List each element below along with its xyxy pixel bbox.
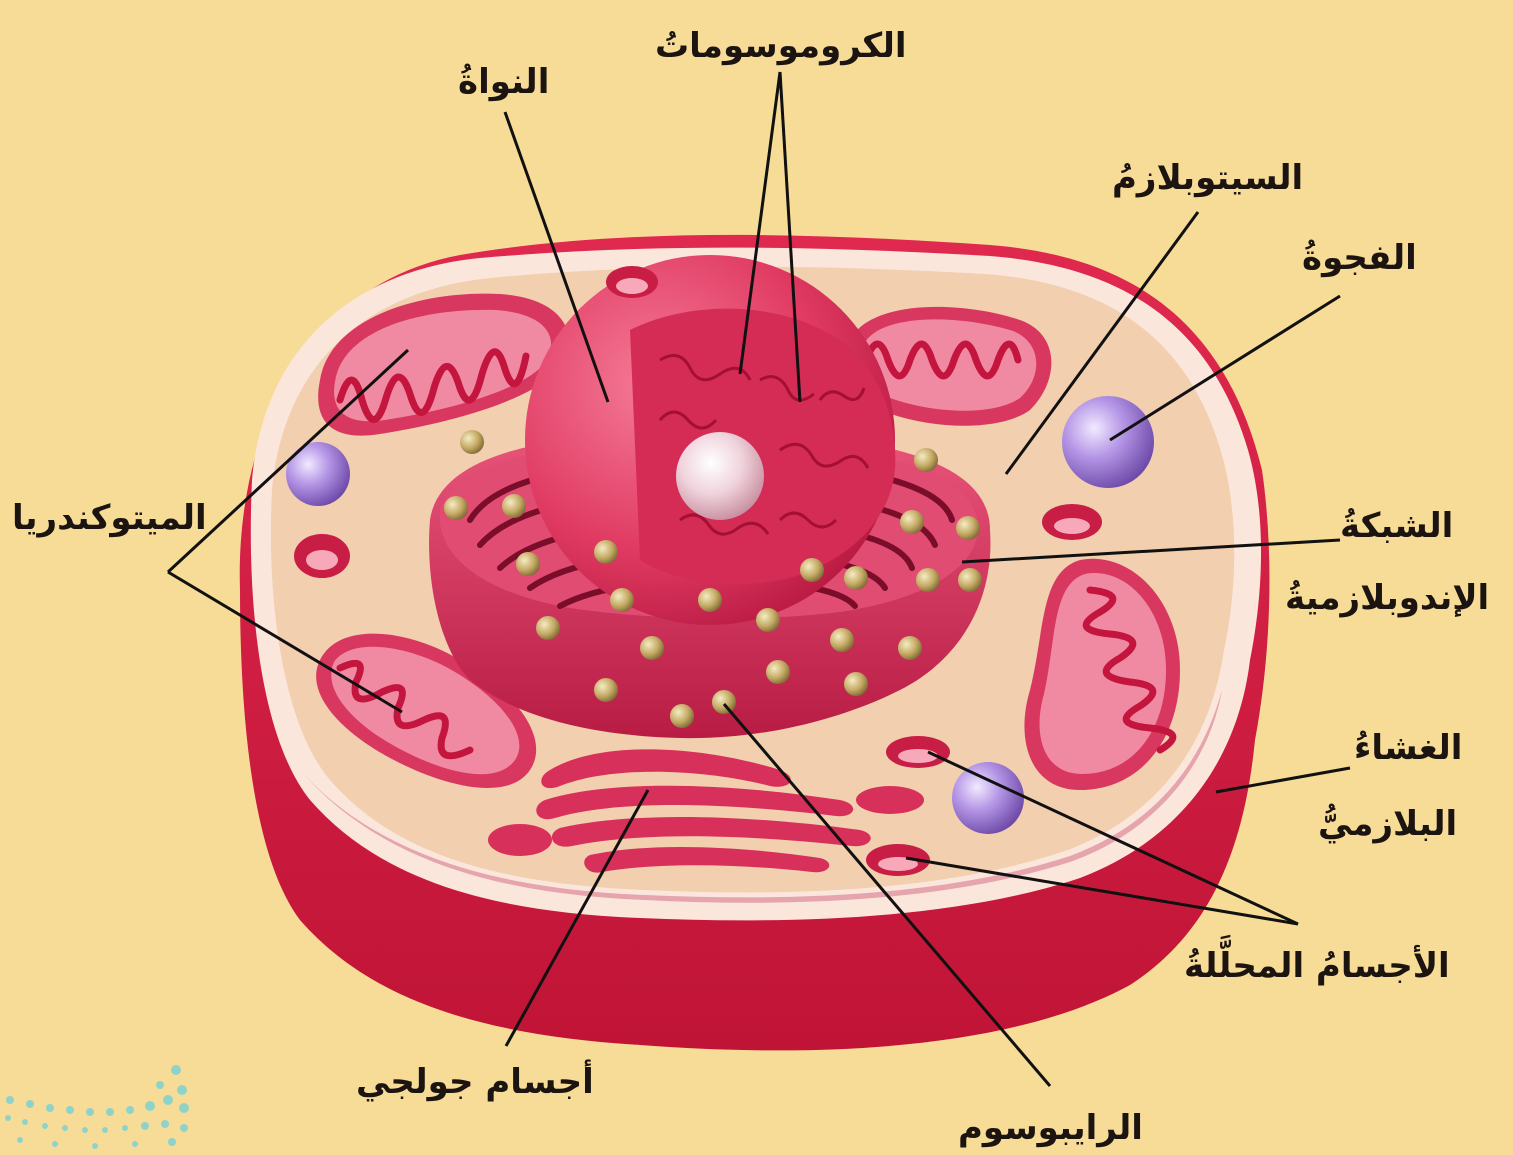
ribosome-dot: [516, 552, 540, 576]
label-lysosomes: الأجسامُ المحلَّلةُ: [1184, 948, 1450, 985]
ribosome-dot: [670, 704, 694, 728]
ribosome-dot: [830, 628, 854, 652]
label-membrane-line2: البلازميُّ: [1318, 806, 1457, 843]
label-mitochondria: الميتوكندريا: [12, 500, 207, 537]
ribosome-dot: [444, 496, 468, 520]
ribosome-dot: [460, 430, 484, 454]
ribosome-dot: [958, 568, 982, 592]
label-ribosome: الرايبوسوم: [958, 1110, 1143, 1147]
ribosome-dot: [640, 636, 664, 660]
ribosome-dot: [594, 678, 618, 702]
nucleus: [525, 255, 895, 625]
label-chromosomes: الكروموسوماتُ: [655, 28, 907, 65]
ribosome-dot: [756, 608, 780, 632]
ribosome-dot: [766, 660, 790, 684]
label-membrane-line1: الغشاءُ: [1354, 730, 1462, 767]
ribosome-dot: [914, 448, 938, 472]
label-er-line1: الشبكةُ: [1340, 508, 1453, 545]
ribosome-dot: [900, 510, 924, 534]
ribosome-dot: [844, 672, 868, 696]
ribosome-dot: [536, 616, 560, 640]
ribosome-dot: [844, 566, 868, 590]
ribosome-dot: [898, 636, 922, 660]
label-cytoplasm: السيتوبلازمُ: [1112, 160, 1303, 197]
label-golgi: أجسام جولجي: [356, 1064, 594, 1101]
nucleolus: [676, 432, 764, 520]
ribosome-dot: [712, 690, 736, 714]
ribosome-dot: [502, 494, 526, 518]
ribosome-dot: [916, 568, 940, 592]
label-nucleus: النواةُ: [458, 64, 549, 101]
ribosome-dot: [698, 588, 722, 612]
ribosome-dot: [610, 588, 634, 612]
ribosome-dot: [800, 558, 824, 582]
ribosome-dot: [594, 540, 618, 564]
ribosome-dot: [956, 516, 980, 540]
label-vacuole: الفجوةُ: [1302, 240, 1417, 277]
label-er-line2: الإندوبلازميةُ: [1285, 580, 1489, 617]
